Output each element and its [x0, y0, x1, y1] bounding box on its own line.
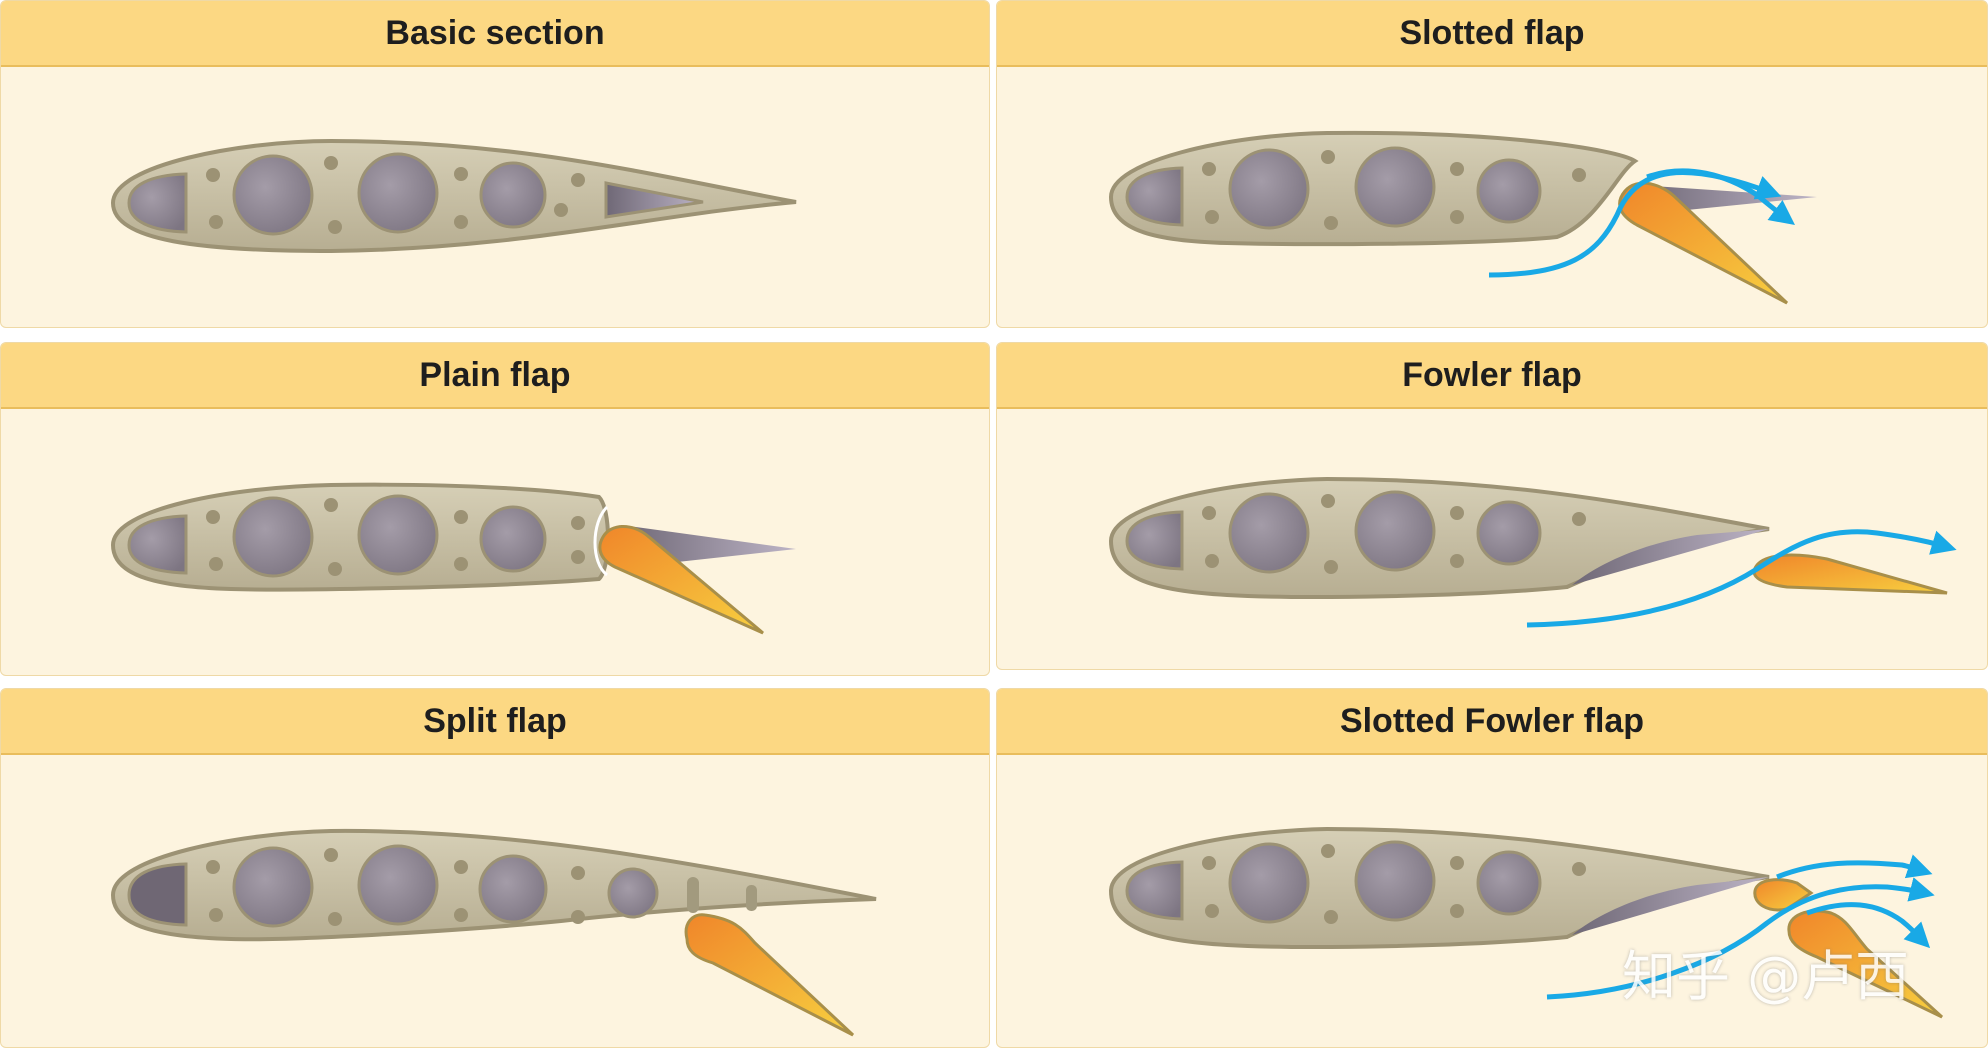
leading-edge-cell — [1125, 166, 1184, 227]
panel-basic-section: Basic section — [0, 0, 990, 328]
plain-flap-diagram — [110, 482, 796, 635]
lightening-hole — [479, 161, 547, 229]
flap — [684, 913, 855, 1037]
stiffener-slot — [746, 885, 757, 911]
airflow-arrow — [1806, 902, 1931, 949]
cove — [1572, 877, 1769, 935]
leading-edge-cell — [127, 172, 188, 234]
split-flap-diagram — [110, 828, 877, 1037]
fowler-flap-diagram — [1108, 476, 1957, 628]
airfoil-body — [1108, 826, 1770, 949]
lightening-hole — [357, 152, 439, 234]
lightening-hole — [479, 505, 547, 573]
hinge-gap — [593, 505, 609, 577]
lightening-hole — [478, 854, 548, 924]
lightening-hole — [232, 846, 314, 928]
lightening-hole — [232, 154, 314, 236]
leading-edge-cell — [127, 514, 188, 575]
flap — [1752, 553, 1948, 595]
vane — [1753, 878, 1814, 912]
basic-section-diagram — [110, 138, 797, 254]
flap — [1787, 909, 1944, 1019]
panel-title: Fowler flap — [997, 343, 1987, 409]
airflow-arrow — [1526, 529, 1957, 628]
lightening-hole — [232, 496, 314, 578]
airfoil-body — [110, 138, 797, 254]
rivet-dots — [1202, 150, 1586, 230]
lightening-hole — [1228, 842, 1310, 924]
lightening-hole — [1476, 158, 1542, 224]
panel-split-flap: Split flap — [0, 688, 990, 1048]
lightening-hole — [1354, 840, 1436, 922]
leading-edge-cell — [1125, 510, 1184, 571]
flap — [598, 525, 764, 635]
slotted-fowler-flap-diagram — [1108, 826, 1944, 1019]
panel-title: Slotted Fowler flap — [997, 689, 1987, 755]
rivet-dots — [206, 848, 585, 926]
panel-title: Basic section — [1, 1, 989, 67]
watermark: 知乎 @卢西 — [1622, 945, 1910, 1008]
panel-title: Slotted flap — [997, 1, 1987, 67]
airfoil-body — [1108, 476, 1770, 599]
panel-fowler-flap: Fowler flap — [996, 342, 1988, 670]
rivet-dots — [206, 498, 585, 576]
trailing-cell — [604, 181, 704, 219]
lightening-hole — [607, 867, 659, 919]
leading-edge-cell — [127, 862, 188, 927]
airflow-arrow — [1776, 854, 1933, 880]
slotted-flap-diagram — [1108, 130, 1817, 305]
lightening-hole — [357, 844, 439, 926]
panel-title: Split flap — [1, 689, 989, 755]
panel-slotted-flap: Slotted flap — [996, 0, 1988, 328]
lightening-hole — [1228, 492, 1310, 574]
panel-slotted-fowler-flap: Slotted Fowler flap — [996, 688, 1988, 1048]
cove — [1572, 529, 1769, 585]
rivet-dots — [1202, 844, 1586, 924]
stiffener-slot — [687, 877, 699, 913]
airflow-arrow — [1546, 877, 1935, 1000]
lightening-hole — [357, 494, 439, 576]
leading-edge-cell — [1125, 860, 1184, 921]
lightening-hole — [1476, 850, 1542, 916]
airflow-arrow — [1646, 168, 1795, 226]
panel-plain-flap: Plain flap — [0, 342, 990, 676]
lightening-hole — [1354, 490, 1436, 572]
lightening-hole — [1354, 146, 1436, 228]
rivet-dots — [1202, 494, 1586, 574]
lightening-hole — [1228, 148, 1310, 230]
lightening-hole — [1476, 500, 1542, 566]
panel-title: Plain flap — [1, 343, 989, 409]
rivet-dots — [206, 156, 585, 234]
